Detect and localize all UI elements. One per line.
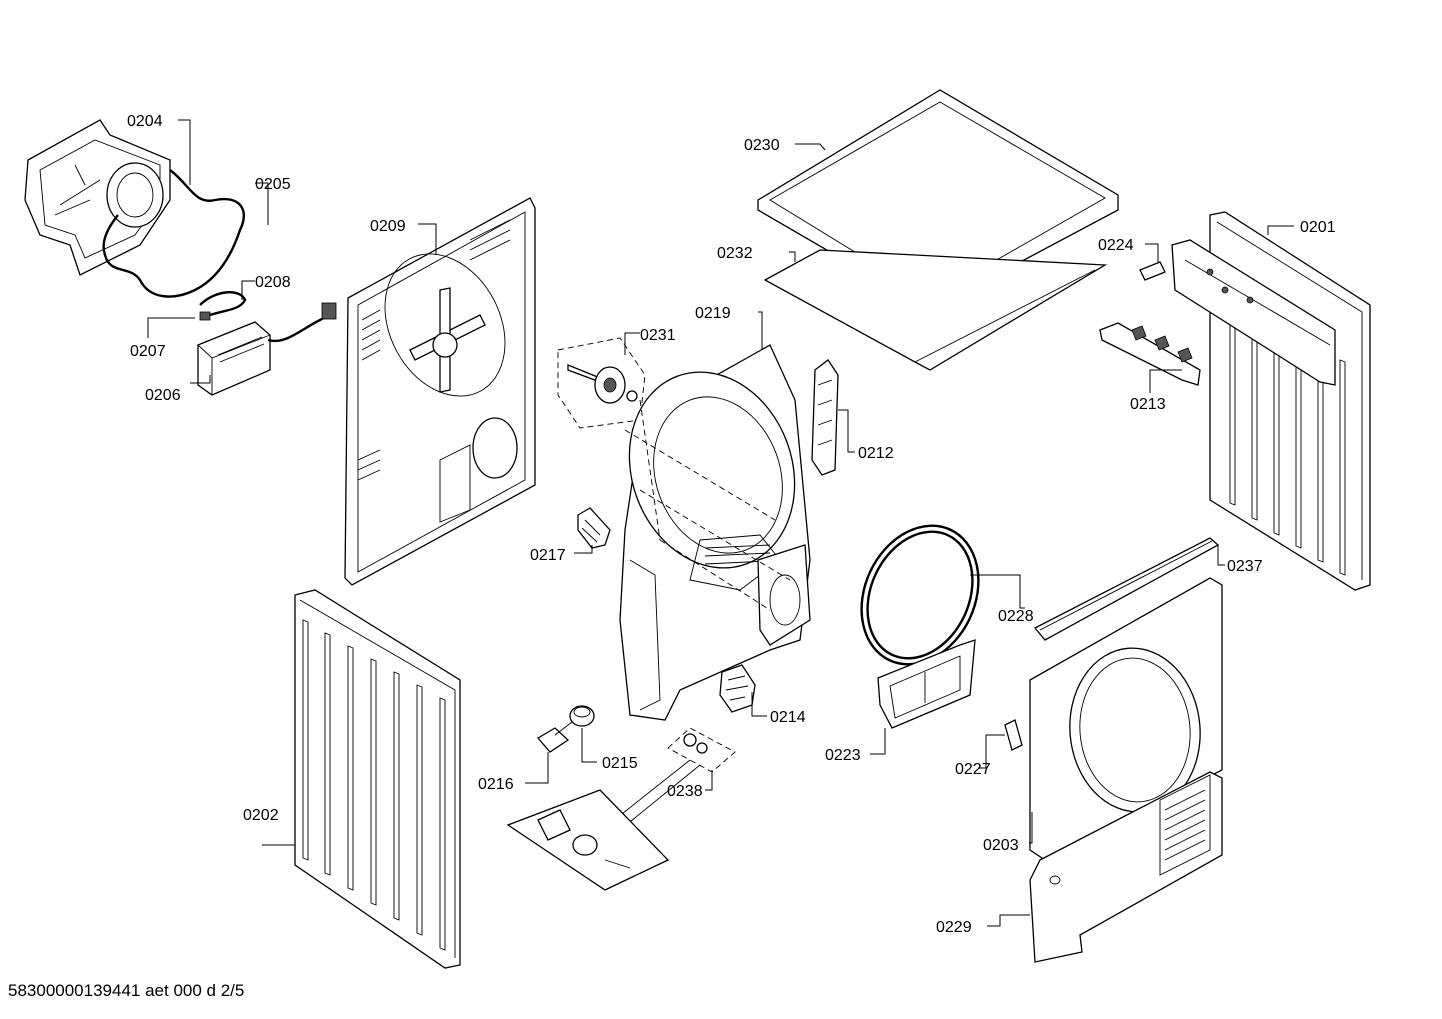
leader-lines	[147, 119, 1294, 927]
part-labels: 0204 0205 0208 0207 0206 0209 0230 0232 …	[127, 113, 1336, 936]
part-0216-foot	[537, 721, 573, 753]
label-0202: 0202	[243, 807, 279, 824]
label-0207: 0207	[130, 343, 166, 360]
part-0227-latch	[1004, 719, 1023, 751]
label-0214: 0214	[770, 709, 806, 726]
part-0212-strip	[811, 359, 839, 476]
part-0228-door-seal	[860, 524, 980, 666]
label-0219: 0219	[695, 305, 731, 322]
label-0232: 0232	[717, 245, 753, 262]
part-0224-clip	[1139, 261, 1166, 281]
part-0219-front-frame	[619, 344, 811, 721]
label-0208: 0208	[255, 274, 291, 291]
label-0229: 0229	[936, 919, 972, 936]
part-0231-drum-bearing	[557, 337, 646, 429]
part-0205-cable	[102, 169, 245, 298]
label-0223: 0223	[825, 747, 861, 764]
label-0205: 0205	[255, 176, 291, 193]
label-0224: 0224	[1098, 237, 1134, 254]
part-0203-front-panel	[1029, 577, 1223, 861]
label-0231: 0231	[640, 327, 676, 344]
label-0212: 0212	[858, 445, 894, 462]
label-0217: 0217	[530, 547, 566, 564]
document-footer-id: 58300000139441 aet 000 d 2/5	[8, 981, 245, 1000]
label-0206: 0206	[145, 387, 181, 404]
label-0237: 0237	[1227, 558, 1263, 575]
label-0216: 0216	[478, 776, 514, 793]
label-0238: 0238	[667, 783, 703, 800]
label-0203: 0203	[983, 837, 1019, 854]
part-0209-rear-wall	[344, 197, 536, 586]
part-0217-bracket	[577, 507, 611, 549]
label-0230: 0230	[744, 137, 780, 154]
label-0215: 0215	[602, 755, 638, 772]
label-0227: 0227	[955, 761, 991, 778]
part-0223-fluff-filter	[877, 639, 976, 729]
part-control-bracket	[1171, 239, 1336, 386]
label-0209: 0209	[370, 218, 406, 235]
part-0208-wire-harness	[199, 291, 247, 321]
part-0215-knob-cap	[569, 705, 595, 727]
part-0229-plinth	[1029, 771, 1223, 963]
part-0202-side-panel	[294, 589, 461, 969]
part-0232-insulation-sheet	[763, 249, 1108, 371]
label-0228: 0228	[998, 608, 1034, 625]
label-0204: 0204	[127, 113, 163, 130]
label-0201: 0201	[1300, 219, 1336, 236]
label-0213: 0213	[1130, 396, 1166, 413]
part-0214-door-lock	[719, 664, 756, 713]
part-0204-rear-air-duct	[24, 119, 171, 276]
part-0206-electronic-module	[197, 302, 337, 396]
part-0238-fixing-set	[506, 727, 736, 891]
